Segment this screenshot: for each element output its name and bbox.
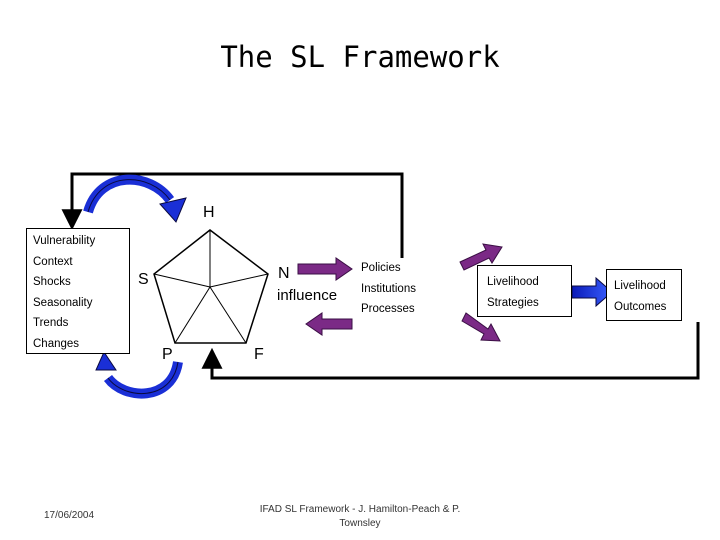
- influence-label: influence: [277, 287, 338, 304]
- label-p: P: [162, 346, 173, 363]
- footer-credit-line: Townsley: [339, 518, 381, 529]
- vulnerability-line: Context: [33, 255, 73, 268]
- label-h: H: [203, 204, 215, 221]
- page-title: The SL Framework: [220, 40, 500, 74]
- footer-date: 17/06/2004: [44, 510, 95, 521]
- label-s: S: [138, 271, 149, 288]
- purple-arrow-up: [459, 243, 503, 271]
- livelihood-outcomes-box: Livelihood Outcomes: [606, 269, 682, 321]
- label-f: F: [254, 346, 264, 363]
- pip-line: Policies: [361, 262, 401, 274]
- top-feedback-line: [61, 172, 404, 258]
- curved-arrow-top: [83, 174, 187, 223]
- vulnerability-line: Vulnerability: [33, 235, 96, 247]
- outcomes-line: Livelihood: [614, 280, 666, 292]
- blue-arrow-straight: [571, 276, 613, 308]
- purple-arrow-right: [297, 257, 353, 281]
- vulnerability-line: Seasonality: [33, 296, 93, 309]
- pip-line: Institutions: [361, 282, 416, 295]
- vulnerability-line: Trends: [33, 317, 69, 329]
- pentagon-assets: [153, 229, 269, 344]
- purple-arrow-left: [305, 312, 353, 336]
- outcomes-line: Outcomes: [614, 301, 667, 313]
- footer-credit-line: IFAD SL Framework - J. Hamilton-Peach & …: [259, 504, 461, 515]
- purple-arrow-down: [461, 312, 501, 342]
- pip-line: Processes: [361, 303, 415, 315]
- footer-credit: IFAD SL Framework - J. Hamilton-Peach & …: [240, 503, 480, 531]
- vulnerability-context-box: Vulnerability Context Shocks Seasonality…: [26, 228, 130, 354]
- vulnerability-line: Shocks: [33, 276, 71, 288]
- livelihood-strategies-box: Livelihood Strategies: [477, 265, 572, 317]
- bottom-feedback-line: [201, 322, 700, 380]
- pip-box: Policies Institutions Processes: [356, 258, 456, 320]
- label-n: N: [278, 265, 290, 282]
- strategies-line: Livelihood: [487, 276, 539, 288]
- strategies-line: Strategies: [487, 297, 539, 309]
- vulnerability-line: Changes: [33, 337, 80, 350]
- curved-arrow-bottom: [95, 350, 183, 399]
